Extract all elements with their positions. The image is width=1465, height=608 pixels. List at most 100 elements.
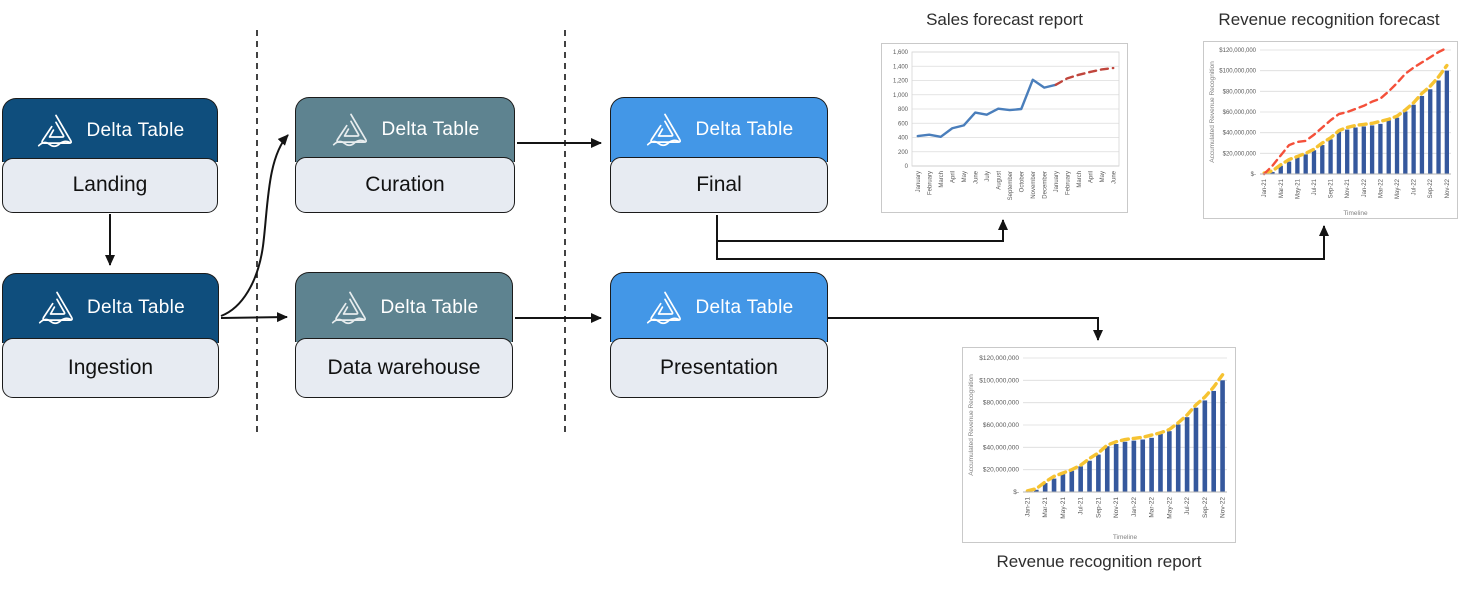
svg-text:Jan-22: Jan-22 — [1131, 497, 1138, 517]
svg-text:$-: $- — [1251, 172, 1256, 178]
svg-text:Timeline: Timeline — [1343, 210, 1368, 217]
svg-text:800: 800 — [898, 107, 909, 113]
revenue-forecast-plot: $-$20,000,000$40,000,000$60,000,000$80,0… — [1209, 46, 1451, 217]
delta-table-label: Delta Table — [86, 297, 185, 319]
delta-box-header: Delta Table — [2, 98, 218, 163]
svg-text:Nov-22: Nov-22 — [1445, 178, 1451, 198]
arrow-presentation-to-revenue-report — [828, 317, 1103, 341]
svg-text:Accumulated Revenue Recognitio: Accumulated Revenue Recognition — [968, 374, 975, 476]
delta-lake-icon — [330, 111, 372, 149]
sales-forecast-plot: 02004006008001,0001,2001,4001,600January… — [893, 50, 1120, 200]
svg-text:March: March — [939, 171, 945, 188]
delta-box-presentation: Delta Table Presentation — [610, 272, 828, 398]
delta-box-data-warehouse: Delta Table Data warehouse — [295, 272, 513, 398]
svg-text:December: December — [1042, 171, 1048, 199]
svg-text:May-21: May-21 — [1295, 178, 1301, 199]
svg-text:Jul-22: Jul-22 — [1412, 178, 1418, 195]
svg-text:Jul-21: Jul-21 — [1078, 497, 1085, 515]
svg-text:October: October — [1019, 171, 1025, 192]
svg-text:Jan-21: Jan-21 — [1024, 497, 1031, 517]
svg-text:$120,000,000: $120,000,000 — [1219, 48, 1256, 54]
delta-box-header: Delta Table — [2, 273, 219, 343]
svg-text:1,600: 1,600 — [893, 50, 909, 56]
svg-text:Mar-22: Mar-22 — [1378, 178, 1384, 198]
svg-text:Nov-21: Nov-21 — [1345, 178, 1351, 198]
svg-text:September: September — [1008, 171, 1014, 200]
delta-lake-icon — [644, 289, 686, 327]
svg-text:May-21: May-21 — [1060, 497, 1067, 519]
sales-forecast-title: Sales forecast report — [926, 10, 1083, 29]
svg-text:Mar-21: Mar-21 — [1042, 497, 1049, 518]
delta-box-header: Delta Table — [610, 97, 828, 162]
revenue-forecast-title: Revenue recognition forecast — [1218, 10, 1440, 29]
svg-text:Accumulated Revenue Recognitio: Accumulated Revenue Recognition — [1209, 61, 1216, 163]
svg-text:Jan-21: Jan-21 — [1262, 178, 1268, 197]
svg-text:$100,000,000: $100,000,000 — [1219, 69, 1256, 75]
svg-text:May: May — [1100, 171, 1106, 182]
svg-text:$60,000,000: $60,000,000 — [1223, 110, 1257, 116]
svg-text:March: March — [1077, 171, 1083, 188]
svg-text:January: January — [1054, 171, 1060, 192]
svg-text:January: January — [916, 171, 922, 192]
svg-text:Sep-21: Sep-21 — [1095, 497, 1102, 518]
svg-text:April: April — [950, 171, 956, 183]
svg-text:Jul-22: Jul-22 — [1184, 497, 1191, 515]
svg-text:June: June — [973, 170, 979, 184]
svg-text:Timeline: Timeline — [1113, 534, 1138, 541]
svg-text:1,400: 1,400 — [893, 64, 909, 70]
svg-text:May: May — [962, 171, 968, 182]
svg-text:$20,000,000: $20,000,000 — [983, 467, 1020, 474]
stage-label-ingestion: Ingestion — [2, 338, 219, 398]
delta-box-header: Delta Table — [295, 272, 513, 343]
svg-text:200: 200 — [898, 150, 909, 156]
delta-box-ingestion: Delta Table Ingestion — [2, 273, 219, 398]
delta-box-curation: Delta Table Curation — [295, 97, 515, 213]
delta-table-label: Delta Table — [695, 296, 794, 318]
delta-table-label: Delta Table — [380, 296, 479, 318]
stage-label-curation: Curation — [295, 157, 515, 213]
delta-lake-icon — [329, 289, 371, 327]
svg-text:1,000: 1,000 — [893, 93, 909, 99]
svg-text:Jul-21: Jul-21 — [1312, 178, 1318, 195]
delta-table-label: Delta Table — [695, 118, 794, 140]
svg-text:May-22: May-22 — [1395, 178, 1401, 199]
svg-text:Sep-22: Sep-22 — [1202, 497, 1209, 518]
svg-text:1,200: 1,200 — [893, 79, 909, 85]
svg-text:$80,000,000: $80,000,000 — [983, 400, 1020, 407]
delta-box-final: Delta Table Final — [610, 97, 828, 213]
revenue-report-chart: $- $20,000,000 $40,000,000 $60,000,000 $80,0… — [962, 347, 1236, 543]
svg-text:$80,000,000: $80,000,000 — [1223, 89, 1257, 95]
delta-box-landing: Delta Table Landing — [2, 98, 218, 213]
arrow-final-to-revenue-forecast — [716, 215, 1329, 260]
delta-table-label: Delta Table — [381, 118, 480, 140]
svg-text:$40,000,000: $40,000,000 — [983, 444, 1020, 451]
delta-table-label: Delta Table — [86, 119, 185, 141]
svg-text:$-: $- — [1013, 489, 1019, 496]
svg-text:Sep-22: Sep-22 — [1428, 178, 1434, 198]
svg-text:0: 0 — [905, 164, 909, 170]
stage-label-presentation: Presentation — [610, 337, 828, 398]
stage-label-data-warehouse: Data warehouse — [295, 337, 513, 398]
svg-text:Sep-21: Sep-21 — [1329, 178, 1335, 198]
delta-box-header: Delta Table — [610, 272, 828, 343]
stage-label-final: Final — [610, 157, 828, 213]
arrow-ingestion-to-warehouse — [220, 312, 288, 323]
arrow-ingestion-to-curation — [220, 134, 289, 317]
svg-text:November: November — [1031, 171, 1037, 199]
svg-text:Nov-21: Nov-21 — [1113, 497, 1120, 518]
arrow-final-to-sales-report — [716, 215, 1008, 242]
delta-lake-icon — [644, 111, 686, 149]
svg-text:Nov-22: Nov-22 — [1220, 497, 1227, 518]
svg-text:$60,000,000: $60,000,000 — [983, 422, 1020, 429]
svg-text:August: August — [996, 171, 1002, 190]
svg-text:Jan-22: Jan-22 — [1362, 178, 1368, 197]
svg-text:$120,000,000: $120,000,000 — [979, 355, 1019, 362]
svg-text:$40,000,000: $40,000,000 — [1223, 131, 1257, 137]
svg-text:$100,000,000: $100,000,000 — [979, 377, 1019, 384]
svg-text:Mar-21: Mar-21 — [1279, 178, 1285, 198]
svg-text:Mar-22: Mar-22 — [1149, 497, 1156, 518]
svg-text:600: 600 — [898, 121, 909, 127]
svg-text:June: June — [1111, 170, 1117, 184]
delta-lake-icon — [35, 112, 77, 150]
